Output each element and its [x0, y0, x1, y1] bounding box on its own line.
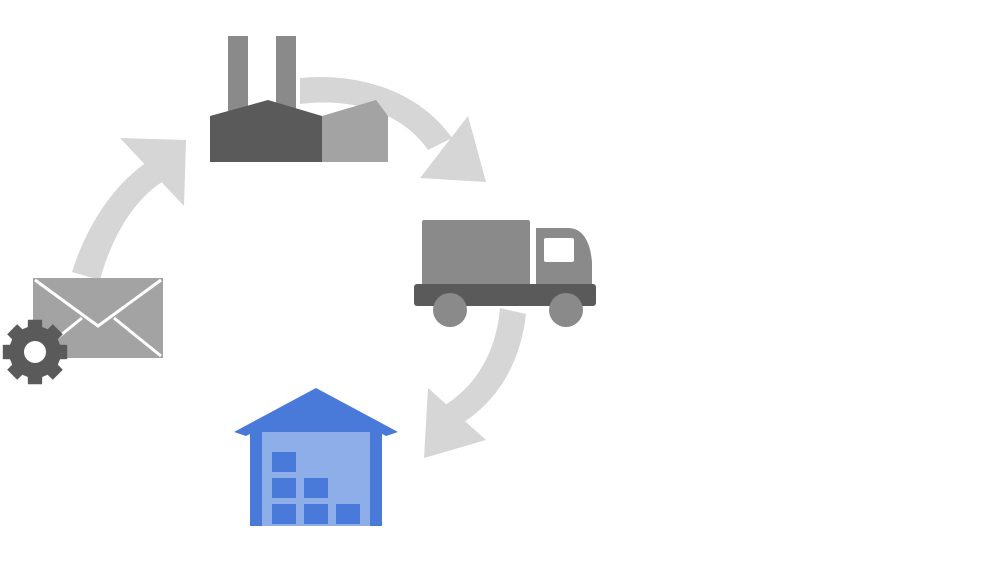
factory-icon — [210, 36, 388, 162]
factory-side-light — [322, 100, 388, 162]
arrow-truck-to-warehouse — [424, 308, 526, 458]
arrow-head — [420, 116, 486, 182]
crate — [304, 504, 328, 524]
warehouse-crates — [272, 452, 360, 524]
arrow-order-to-factory — [72, 138, 186, 280]
factory-front-dark — [210, 100, 322, 162]
chimney-left — [228, 36, 248, 116]
cycle-arrows — [72, 76, 526, 458]
gear-hole — [24, 341, 46, 363]
gear-icon — [2, 319, 68, 385]
arrow-shaft — [300, 76, 452, 150]
envelope-fold-right — [113, 316, 162, 358]
arrow-head — [424, 388, 486, 458]
arrow-shaft — [436, 308, 526, 432]
crate — [272, 452, 296, 472]
truck-wheel-rear — [433, 293, 467, 327]
delivery-truck-icon — [414, 220, 596, 327]
truck-cargo-box — [422, 220, 530, 288]
truck-window — [544, 238, 574, 262]
crate — [336, 504, 360, 524]
arrow-factory-to-truck — [300, 76, 486, 182]
envelope-flap — [34, 278, 162, 328]
crate — [304, 478, 328, 498]
arrow-shaft — [72, 160, 162, 280]
truck-wheel-front — [549, 293, 583, 327]
crate — [272, 478, 296, 498]
arrow-head — [120, 138, 186, 206]
crate — [272, 504, 296, 524]
chimney-right — [276, 36, 296, 116]
order-settings-icon — [2, 278, 163, 385]
warehouse-icon — [234, 388, 398, 526]
